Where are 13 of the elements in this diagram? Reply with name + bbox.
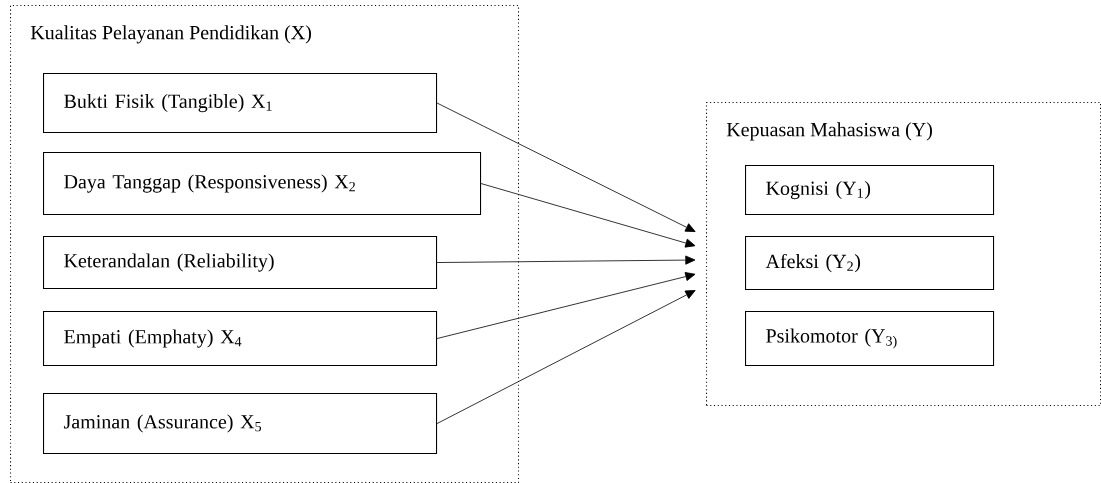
variable-box: Bukti Fisik (Tangible) X$_{1}$: [43, 73, 438, 134]
variable-box: Daya Tanggap (Responsiveness) X$_{2}$: [43, 152, 482, 216]
variable-box: Jaminan (Assurance) X$_{5}$: [43, 393, 438, 455]
arrow: [480, 183, 696, 248]
arrow: [436, 255, 696, 265]
variable-box: Afeksi (Y$_{2}$): [745, 236, 995, 291]
variable-box: Empati (Emphaty) X$_{4}$: [43, 311, 438, 367]
variable-box: Keterandalan (Reliability): [43, 236, 438, 290]
variable-box: Psikomotor (Y$_{3)}$: [745, 311, 995, 367]
arrow: [436, 290, 696, 424]
arrow: [436, 102, 696, 232]
variable-box: Kognisi (Y$_{1}$): [745, 165, 995, 216]
arrow: [436, 272, 696, 339]
